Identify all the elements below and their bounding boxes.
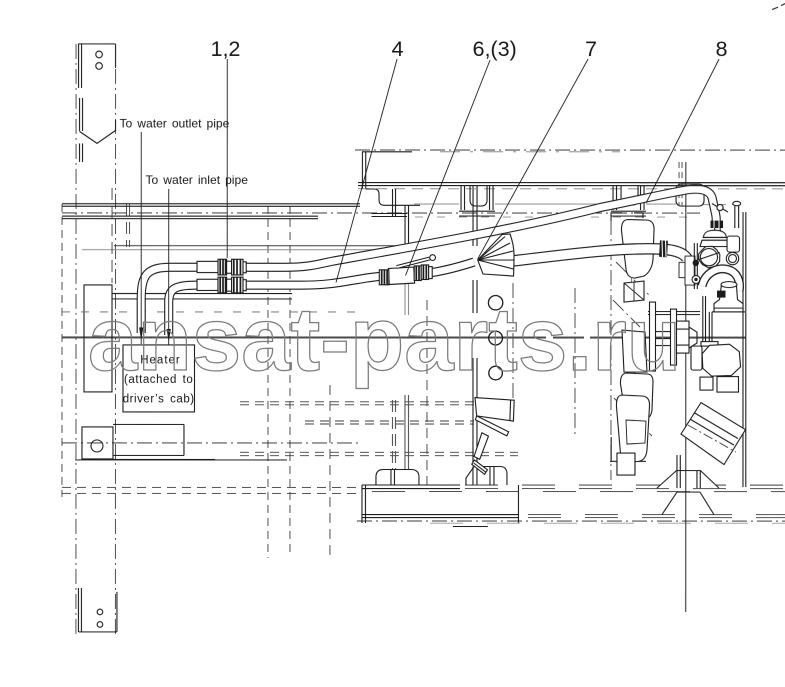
svg-text:driver’s cab): driver’s cab) <box>123 393 195 405</box>
svg-text:4: 4 <box>392 37 404 61</box>
svg-text:8: 8 <box>716 37 728 61</box>
svg-text:6,(3): 6,(3) <box>473 37 517 61</box>
svg-text:Heater: Heater <box>140 354 181 366</box>
svg-text:7: 7 <box>585 37 597 61</box>
svg-text:To water inlet pipe: To water inlet pipe <box>146 173 249 187</box>
svg-text:ansat-parts.ru: ansat-parts.ru <box>88 290 681 390</box>
svg-text:To water outlet pipe: To water outlet pipe <box>120 116 230 130</box>
svg-text:(attached to: (attached to <box>124 374 193 386</box>
svg-text:1,2: 1,2 <box>211 37 241 61</box>
